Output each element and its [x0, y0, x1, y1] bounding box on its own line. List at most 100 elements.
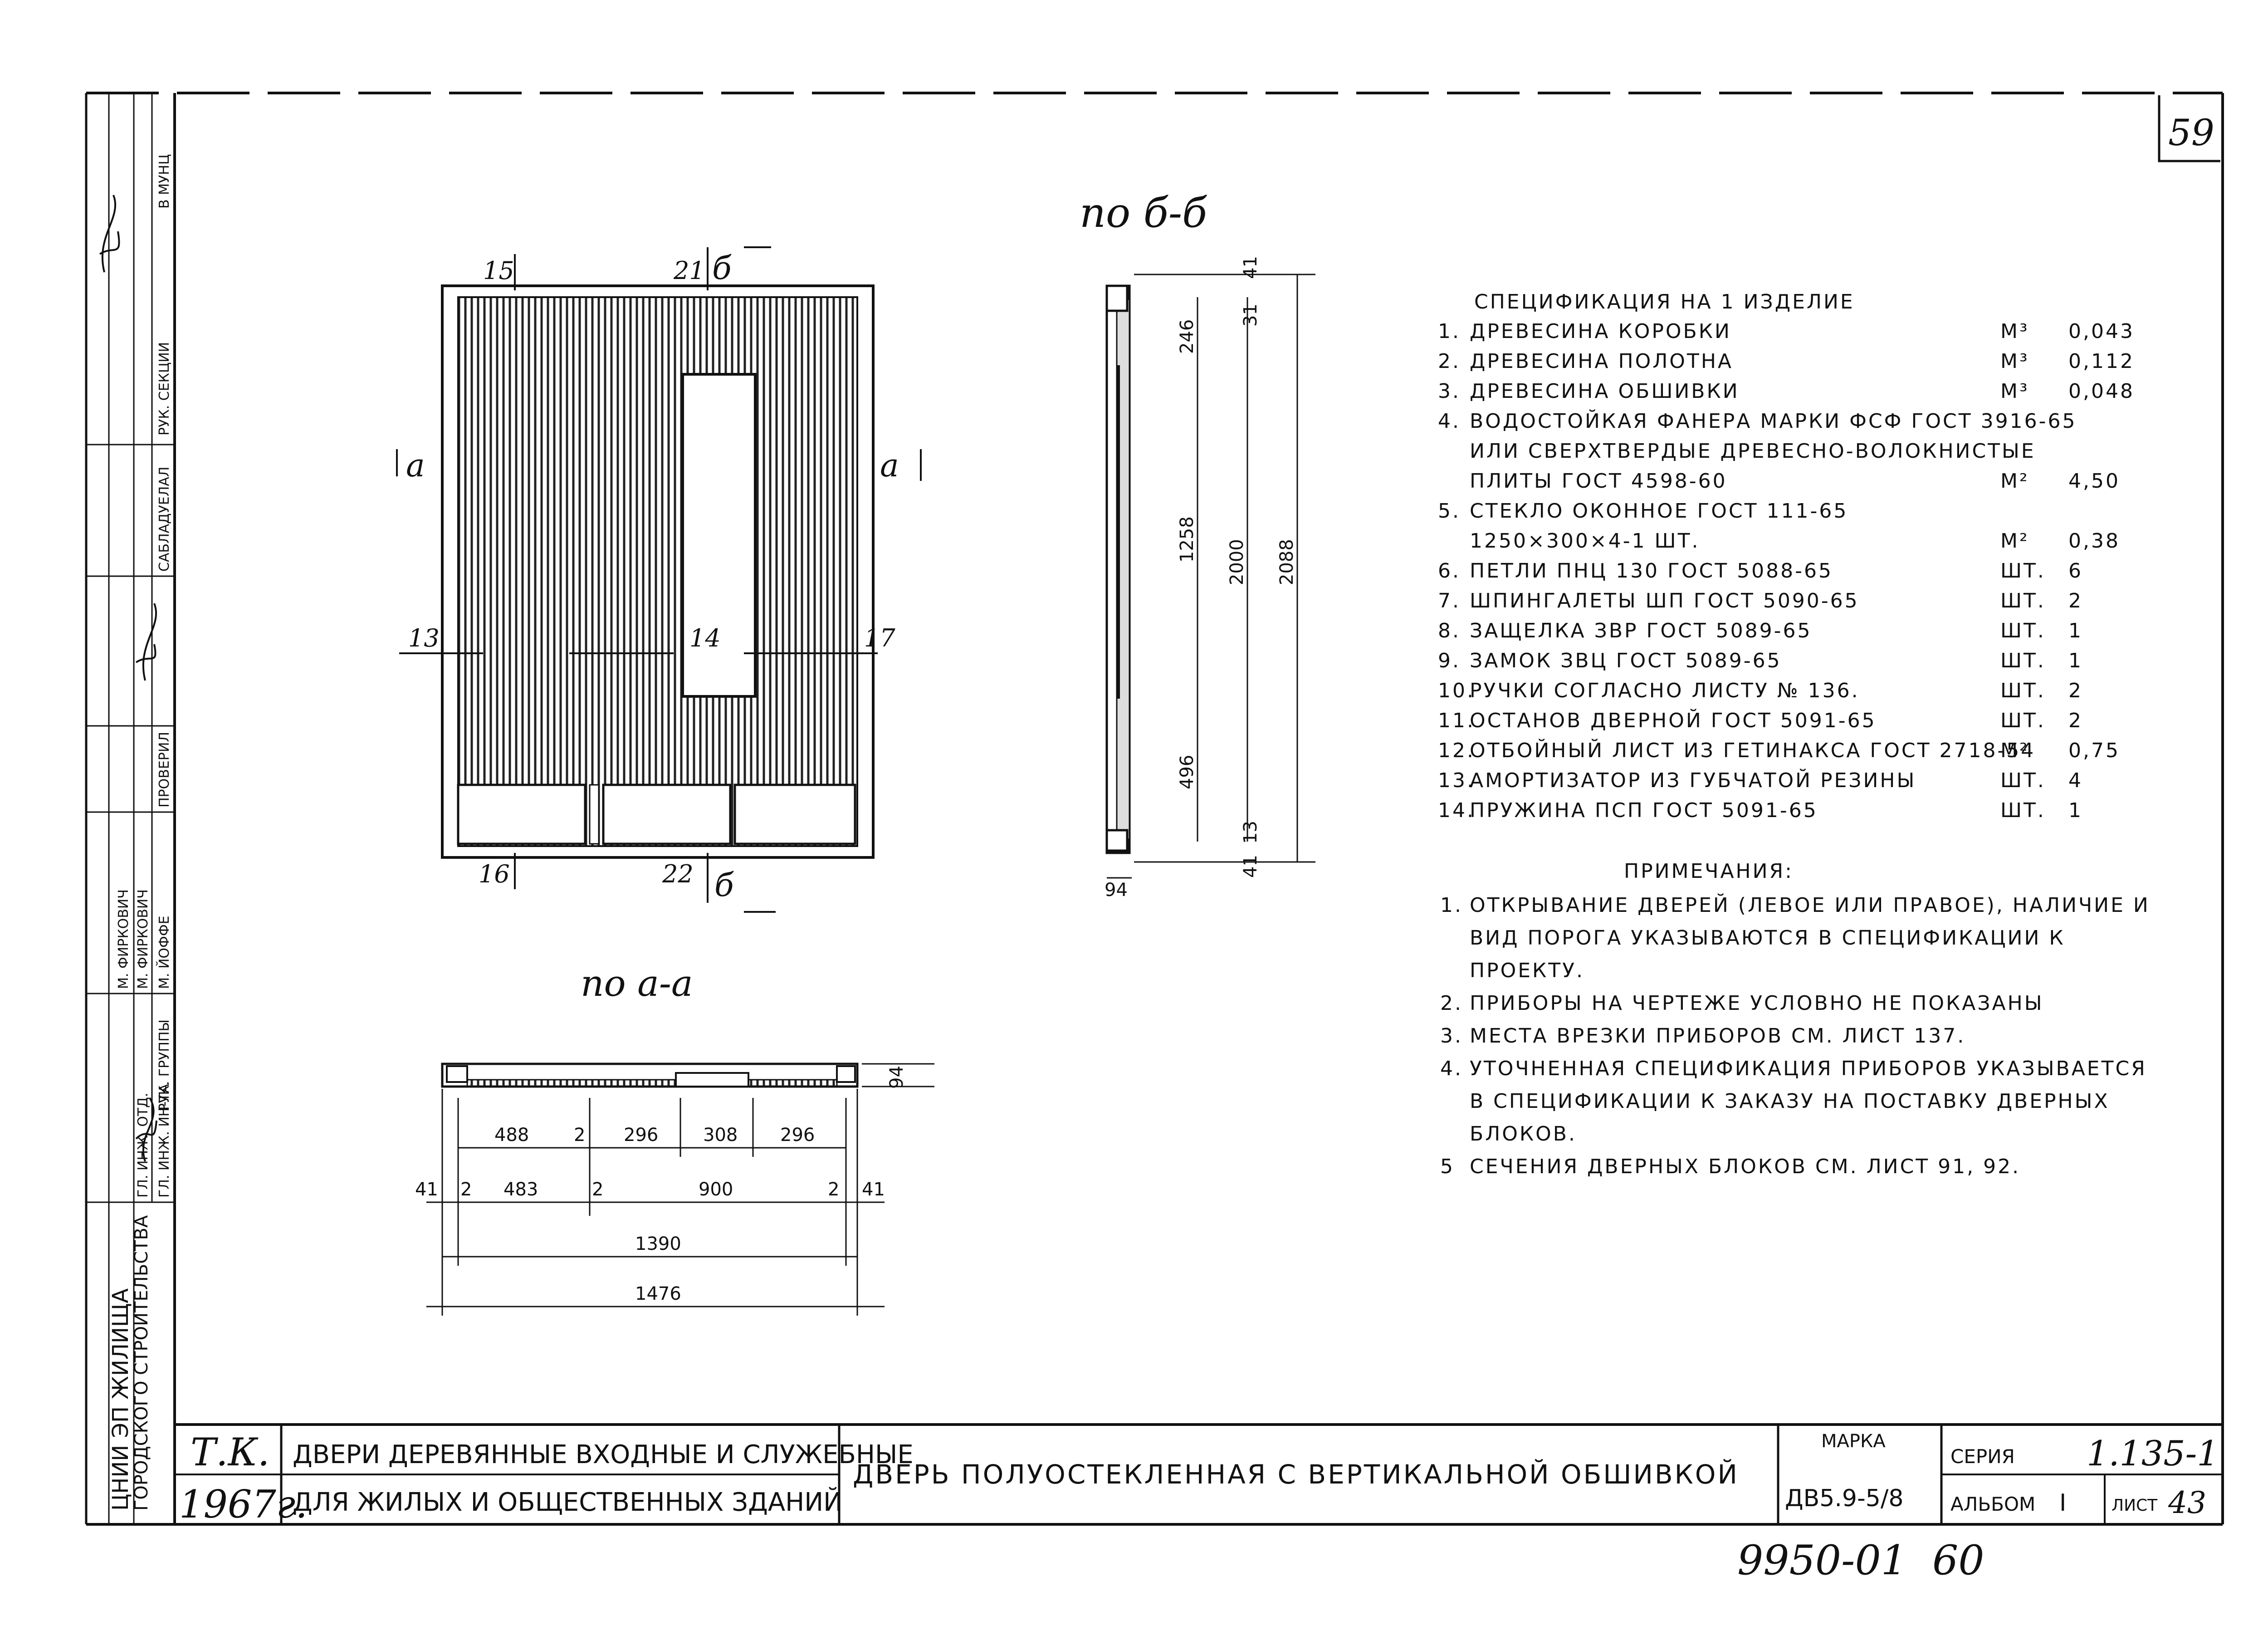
dim-a-1476: 1476 — [635, 1283, 681, 1304]
door-front-view: 15 21 б а а 13 14 17 16 22 б — [396, 246, 922, 913]
sheet-frame — [86, 92, 2224, 1526]
spec-item-text: ДРЕВЕСИНА КОРОБКИ — [1470, 320, 1731, 343]
spec-item-number: 4. — [1438, 410, 1461, 433]
dim-b-246: 246 — [1177, 319, 1198, 354]
spec-item-text: ОСТАНОВ ДВЕРНОЙ ГОСТ 5091-65 — [1470, 708, 1877, 732]
spec-item-qty: 2 — [2068, 679, 2083, 702]
label-21: 21 — [673, 256, 705, 285]
sheet-title: ДВЕРЬ ПОЛУОСТЕКЛЕННАЯ С ВЕРТИКАЛЬНОЙ ОБШ… — [853, 1459, 1739, 1490]
marka-label: МАРКА — [1821, 1431, 1886, 1452]
dim-b-2000: 2000 — [1227, 539, 1247, 585]
spec-item-number: 5. — [1438, 499, 1461, 523]
page-number: 59 — [2168, 112, 2214, 154]
year-label: 1967г. — [179, 1482, 308, 1527]
stamp-name-2: М. ФИРКОВИЧ — [135, 889, 151, 989]
stamp-name-4: САБЛАДУЕЛАЛ — [156, 467, 172, 572]
spec-item-text: РУЧКИ СОГЛАСНО ЛИСТУ № 136. — [1470, 679, 1860, 702]
dim-b-2088: 2088 — [1276, 539, 1297, 585]
label-16: 16 — [479, 860, 510, 888]
dim-a-2-right: 2 — [828, 1179, 839, 1200]
dim-a-488: 488 — [494, 1125, 529, 1146]
dim-a-308: 308 — [703, 1125, 738, 1146]
stamp-role-2: РУК. ГРУППЫ — [156, 1019, 172, 1111]
stamp-org: ЦНИИ ЭП ЖИЛИЩА — [108, 1288, 133, 1511]
spec-item-qty: 6 — [2068, 559, 2083, 583]
album-value: I — [2059, 1489, 2066, 1517]
spec-item-number: 6. — [1438, 559, 1461, 583]
spec-item-qty: 1 — [2068, 799, 2083, 822]
spec-item-number: 3. — [1438, 380, 1461, 403]
spec-item-text: ПЛИТЫ ГОСТ 4598-60 — [1470, 470, 1727, 493]
note-text: В СПЕЦИФИКАЦИИ К ЗАКАЗУ НА ПОСТАВКУ ДВЕР… — [1470, 1090, 2110, 1113]
spec-item-text: АМОРТИЗАТОР ИЗ ГУБЧАТОЙ РЕЗИНЫ — [1470, 768, 1916, 792]
section-a-title: по а-а — [581, 962, 693, 1004]
spec-item-number: 2. — [1438, 350, 1461, 373]
spec-item-unit: ШТ. — [2000, 589, 2046, 612]
note-text: ПРОЕКТУ. — [1470, 959, 1584, 982]
spec-item-text: 1250×300×4-1 ШТ. — [1470, 529, 1700, 553]
spec-item-unit: ШТ. — [2000, 799, 2046, 822]
spec-item-number: 10. — [1438, 679, 1475, 702]
stamp-name-1: М. ЙОФФЕ — [156, 916, 172, 989]
spec-item-qty: 2 — [2068, 589, 2083, 612]
label-14: 14 — [689, 624, 721, 652]
spec-item-number: 8. — [1438, 619, 1461, 642]
spec-item-qty: 4 — [2068, 769, 2083, 792]
spec-item-number: 9. — [1438, 649, 1461, 672]
spec-item-number: 12. — [1438, 739, 1475, 762]
spec-item-number: 14. — [1438, 799, 1475, 822]
spec-item-qty: 1 — [2068, 649, 2083, 672]
note-text: УТОЧНЕННАЯ СПЕЦИФИКАЦИЯ ПРИБОРОВ УКАЗЫВА… — [1470, 1057, 2147, 1080]
specification: СПЕЦИФИКАЦИЯ НА 1 ИЗДЕЛИЕ 1.ДРЕВЕСИНА КО… — [1438, 290, 2148, 1178]
note-text: СЕЧЕНИЯ ДВЕРНЫХ БЛОКОВ СМ. ЛИСТ 91, 92. — [1470, 1155, 2020, 1178]
dim-a-41-left: 41 — [415, 1179, 438, 1200]
dim-a-483: 483 — [503, 1179, 538, 1200]
spec-item-text: СТЕКЛО ОКОННОЕ ГОСТ 111-65 — [1470, 499, 1848, 523]
label-b-top: б — [712, 250, 732, 287]
spec-item-text: ЗАМОК ЗВЦ ГОСТ 5089-65 — [1470, 649, 1782, 672]
note-number: 5 — [1440, 1155, 1455, 1178]
sheet-value: 43 — [2168, 1485, 2206, 1520]
note-number: 3. — [1440, 1024, 1463, 1048]
note-text: МЕСТА ВРЕЗКИ ПРИБОРОВ СМ. ЛИСТ 137. — [1470, 1024, 1965, 1048]
spec-item-text: ОТБОЙНЫЙ ЛИСТ ИЗ ГЕТИНАКСА ГОСТ 2718-54 — [1470, 738, 2035, 762]
spec-item-text: ПРУЖИНА ПСП ГОСТ 5091-65 — [1470, 799, 1818, 822]
stamp-org-sub: ГОРОДСКОГО СТРОИТЕЛЬСТВА — [131, 1215, 152, 1511]
stamp-role-4: ПРОВЕРИЛ — [156, 732, 172, 808]
dim-b-496: 496 — [1177, 755, 1198, 789]
spec-item-qty: 0,75 — [2068, 739, 2120, 762]
series-label: СЕРИЯ — [1950, 1445, 2015, 1468]
signature-3 — [99, 195, 120, 273]
spec-item-qty: 0,38 — [2068, 529, 2120, 553]
dim-a-1390: 1390 — [635, 1234, 681, 1254]
spec-item-unit: М² — [2000, 739, 2029, 762]
series-title-line-1: ДВЕРИ ДЕРЕВЯННЫЕ ВХОДНЫЕ И СЛУЖЕБНЫЕ — [293, 1440, 914, 1469]
dim-a-900: 900 — [699, 1179, 733, 1200]
spec-item-unit: М² — [2000, 470, 2029, 493]
dim-b-13: 13 — [1240, 821, 1261, 844]
dim-b-94: 94 — [1105, 880, 1128, 901]
spec-item-qty: 0,043 — [2068, 320, 2135, 343]
spec-item-text: ИЛИ СВЕРХТВЕРДЫЕ ДРЕВЕСНО-ВОЛОКНИСТЫЕ — [1470, 440, 2036, 463]
dim-b-41-top: 41 — [1240, 256, 1261, 279]
label-17: 17 — [864, 624, 895, 652]
spec-item-qty: 1 — [2068, 619, 2083, 642]
label-13: 13 — [408, 624, 440, 652]
archive-page: 60 — [1932, 1537, 1984, 1584]
spec-item-unit: ШТ. — [2000, 679, 2046, 702]
series-title-line-2: ДЛЯ ЖИЛЫХ И ОБЩЕСТВЕННЫХ ЗДАНИЙ — [293, 1487, 842, 1517]
label-a-right: а — [880, 447, 899, 484]
dim-a-2-mid: 2 — [592, 1179, 603, 1200]
label-a-left: а — [406, 447, 425, 484]
spec-item-text: ШПИНГАЛЕТЫ ШП ГОСТ 5090-65 — [1470, 589, 1859, 612]
note-text: ПРИБОРЫ НА ЧЕРТЕЖЕ УСЛОВНО НЕ ПОКАЗАНЫ — [1470, 992, 2044, 1015]
side-stamp: ЦНИИ ЭП ЖИЛИЩА ГОРОДСКОГО СТРОИТЕЛЬСТВА … — [85, 93, 175, 1524]
dim-b-41-bottom: 41 — [1240, 855, 1261, 878]
spec-item-number: 7. — [1438, 589, 1461, 612]
dim-a-296-2: 296 — [780, 1125, 815, 1146]
dim-a-2-r1: 2 — [574, 1125, 585, 1146]
glazing-opening — [681, 373, 757, 698]
spec-item-unit: М³ — [2000, 380, 2029, 403]
spec-item-qty: 4,50 — [2068, 470, 2120, 493]
